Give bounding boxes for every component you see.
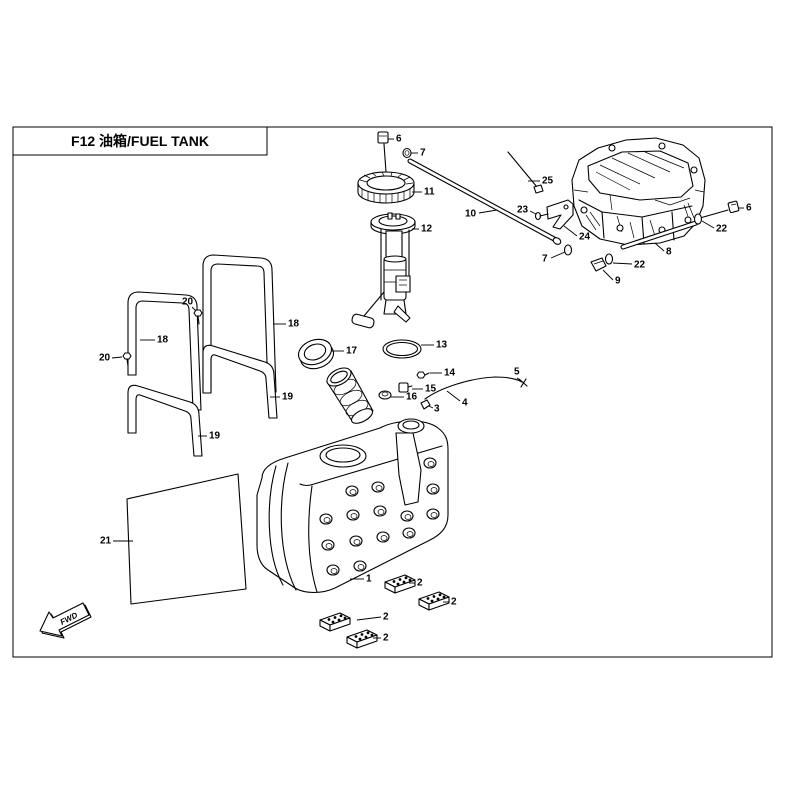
leader-line (550, 251, 566, 259)
forward-arrow-icon: FWD (39, 602, 92, 639)
title-box (12, 126, 268, 156)
bracket-24 (546, 199, 574, 230)
pump-lock-ring-11 (357, 171, 415, 204)
callout-label: 9 (615, 276, 621, 287)
callout-label: 24 (579, 232, 591, 243)
leader-line (516, 377, 522, 382)
callout-label: 10 (465, 209, 477, 220)
hose-connector-9 (590, 257, 607, 272)
fuel-tank-1 (256, 418, 449, 594)
vent-hose-4 (424, 376, 523, 400)
callout-label: 2 (417, 578, 423, 589)
tank-dimples (319, 457, 440, 576)
leader-line (478, 209, 498, 214)
callout-label: 2 (451, 597, 457, 608)
callout-label: 20 (182, 297, 194, 308)
leader-line (701, 220, 715, 229)
callout-label: 22 (716, 224, 728, 235)
callout-label: 19 (209, 431, 221, 442)
callout-label: 14 (444, 368, 456, 379)
callout-label: 18 (157, 335, 169, 346)
callout-label: 16 (406, 392, 418, 403)
callout-label: 18 (288, 319, 300, 330)
callout-label: 4 (462, 398, 468, 409)
callout-label: 2 (383, 633, 389, 644)
callout-label: 22 (634, 260, 646, 271)
fuel-pump-12 (351, 212, 416, 329)
tank-strap-19-left (127, 384, 203, 457)
leader-line (529, 210, 537, 215)
leader-line (356, 616, 382, 621)
leader-lines (111, 138, 744, 639)
callout-label: 7 (420, 148, 426, 159)
callout-label: 1 (366, 574, 372, 585)
bolt-23 (534, 211, 549, 221)
hose-clamp-7-lower (563, 244, 573, 256)
callout-label: 20 (99, 353, 111, 364)
leader-line (191, 306, 197, 312)
callout-label: 7 (542, 254, 548, 265)
rubber-pad-2 (418, 591, 450, 611)
page-title: F12 油箱/FUEL TANK (71, 133, 209, 149)
engine-assembly (571, 137, 706, 246)
fuel-hose-10 (407, 158, 562, 245)
bolt-20-lower (122, 352, 132, 367)
leader-line (654, 242, 665, 252)
screw-14 (416, 371, 430, 379)
callout-label: 5 (514, 367, 520, 378)
valve-15 (398, 382, 413, 393)
hose-clamp-22-lower (604, 253, 614, 265)
hose-right (699, 209, 729, 219)
callout-label: 3 (434, 404, 440, 415)
rubber-pad-2 (346, 629, 378, 649)
hose-connector-6-top (377, 131, 389, 173)
callout-label: 19 (282, 392, 294, 403)
filler-neck (326, 367, 374, 424)
callout-label: 6 (396, 134, 402, 145)
leader-line (602, 269, 614, 281)
callout-label: 25 (542, 176, 554, 187)
callout-labels: 6 7 11 12 25 10 23 24 6 22 8 7 22 9 20 1… (99, 134, 752, 644)
callout-label: 12 (421, 224, 433, 235)
hose-connector-6-right (727, 200, 740, 214)
leader-line (446, 390, 461, 402)
callout-label: 11 (424, 187, 435, 198)
clip-3 (420, 399, 431, 410)
grommet-16 (378, 390, 392, 400)
heat-shield-plate-21 (126, 473, 247, 605)
callout-label: 8 (666, 247, 672, 258)
bolt-20-upper (193, 309, 203, 325)
callout-label: 15 (425, 384, 437, 395)
leader-line (111, 356, 123, 359)
rubber-pad-2 (319, 612, 351, 632)
callout-label: 23 (517, 205, 529, 216)
callout-label: 21 (100, 536, 112, 547)
callout-label: 2 (383, 612, 389, 623)
filler-ring-17 (297, 338, 335, 370)
callout-label: 6 (746, 203, 752, 214)
hose-clamp-22-right (693, 213, 703, 225)
fuel-hose-8 (620, 220, 699, 250)
leader-line (428, 405, 434, 409)
leader-line (563, 225, 578, 237)
callout-label: 17 (346, 346, 358, 357)
tank-strap-19-right (202, 344, 278, 419)
callout-label: 13 (436, 340, 448, 351)
o-ring-13 (382, 339, 422, 359)
hose-clamp-7-top (402, 147, 412, 159)
leader-line (612, 262, 633, 265)
